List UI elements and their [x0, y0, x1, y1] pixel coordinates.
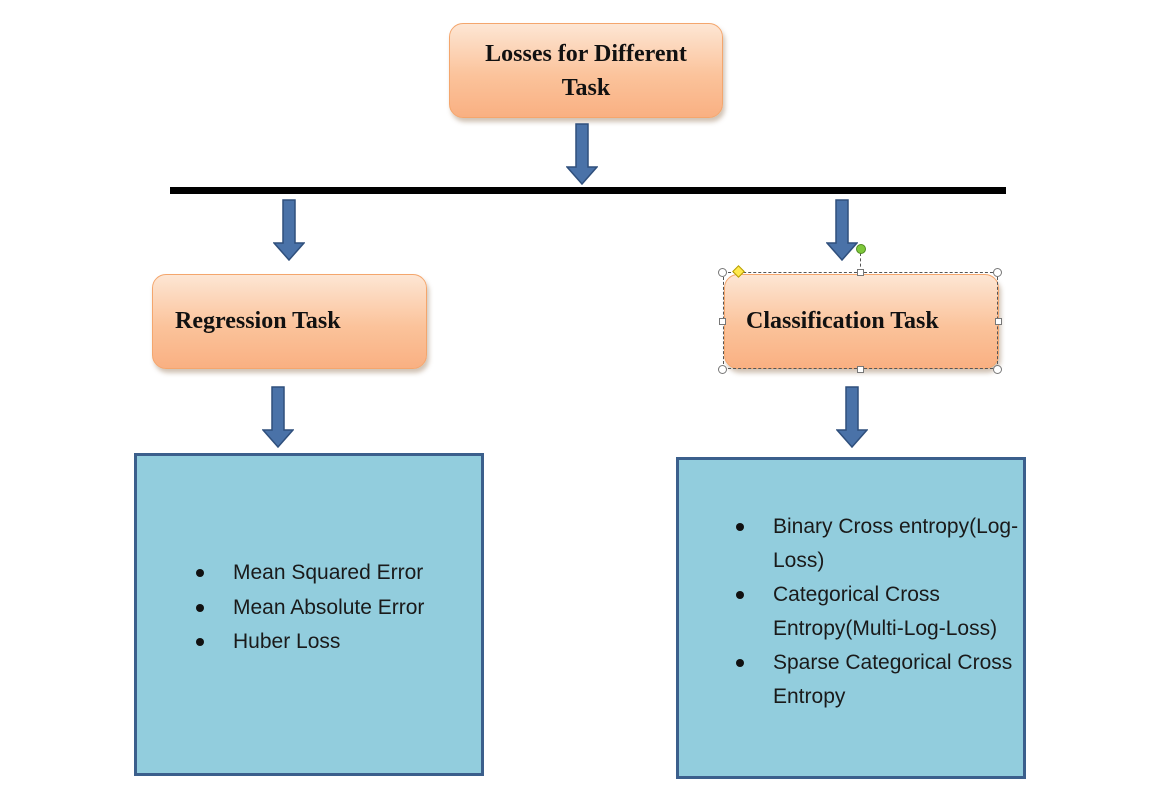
list-item: Mean Squared Error [196, 556, 473, 591]
regression-task-box[interactable]: Regression Task [152, 274, 427, 369]
down-arrow-icon [836, 386, 868, 448]
list-item: Binary Cross entropy(Log-Loss) [736, 510, 1023, 578]
down-arrow-icon [262, 386, 294, 448]
loss-label: Sparse Categorical Cross Entropy [773, 651, 1013, 708]
bullet-icon [736, 523, 744, 531]
classification-losses-list: Binary Cross entropy(Log-Loss) Categoric… [736, 510, 1023, 714]
selection-border [723, 272, 998, 369]
resize-handle-top-left[interactable] [718, 268, 727, 277]
loss-label: Mean Absolute Error [233, 595, 425, 619]
title-box[interactable]: Losses for Different Task [449, 23, 723, 118]
list-item: Categorical Cross Entropy(Multi-Log-Loss… [736, 578, 1023, 646]
bullet-icon [736, 591, 744, 599]
resize-handle-bottom[interactable] [857, 366, 864, 373]
loss-label: Binary Cross entropy(Log-Loss) [773, 515, 1019, 572]
title-text: Losses for Different Task [485, 40, 687, 101]
down-arrow-icon [826, 199, 858, 261]
resize-handle-left[interactable] [719, 318, 726, 325]
down-arrow-icon [566, 123, 598, 185]
rotate-handle-stem [860, 253, 861, 272]
regression-losses-box[interactable]: Mean Squared Error Mean Absolute Error H… [134, 453, 484, 776]
regression-task-label: Regression Task [175, 308, 341, 334]
list-item: Sparse Categorical Cross Entropy [736, 646, 1023, 714]
loss-label: Huber Loss [233, 630, 341, 653]
loss-label: Mean Squared Error [233, 561, 424, 584]
resize-handle-right[interactable] [995, 318, 1002, 325]
resize-handle-top[interactable] [857, 269, 864, 276]
bullet-icon [196, 638, 204, 646]
down-arrow-icon [273, 199, 305, 261]
list-item: Mean Absolute Error [196, 591, 473, 626]
loss-label: Categorical Cross Entropy(Multi-Log-Loss… [773, 583, 998, 640]
resize-handle-bottom-left[interactable] [718, 365, 727, 374]
bullet-icon [736, 659, 744, 667]
classification-task-label: Classification Task [746, 308, 939, 334]
rotate-handle[interactable] [856, 244, 866, 254]
resize-handle-top-right[interactable] [993, 268, 1002, 277]
list-item: Huber Loss [196, 625, 473, 660]
regression-losses-list: Mean Squared Error Mean Absolute Error H… [196, 556, 473, 660]
resize-handle-bottom-right[interactable] [993, 365, 1002, 374]
bullet-icon [196, 603, 204, 612]
classification-losses-box[interactable]: Binary Cross entropy(Log-Loss) Categoric… [676, 457, 1026, 779]
connector-line [170, 187, 1006, 194]
bullet-icon [196, 569, 204, 577]
classification-task-box[interactable]: Classification Task [724, 274, 999, 369]
